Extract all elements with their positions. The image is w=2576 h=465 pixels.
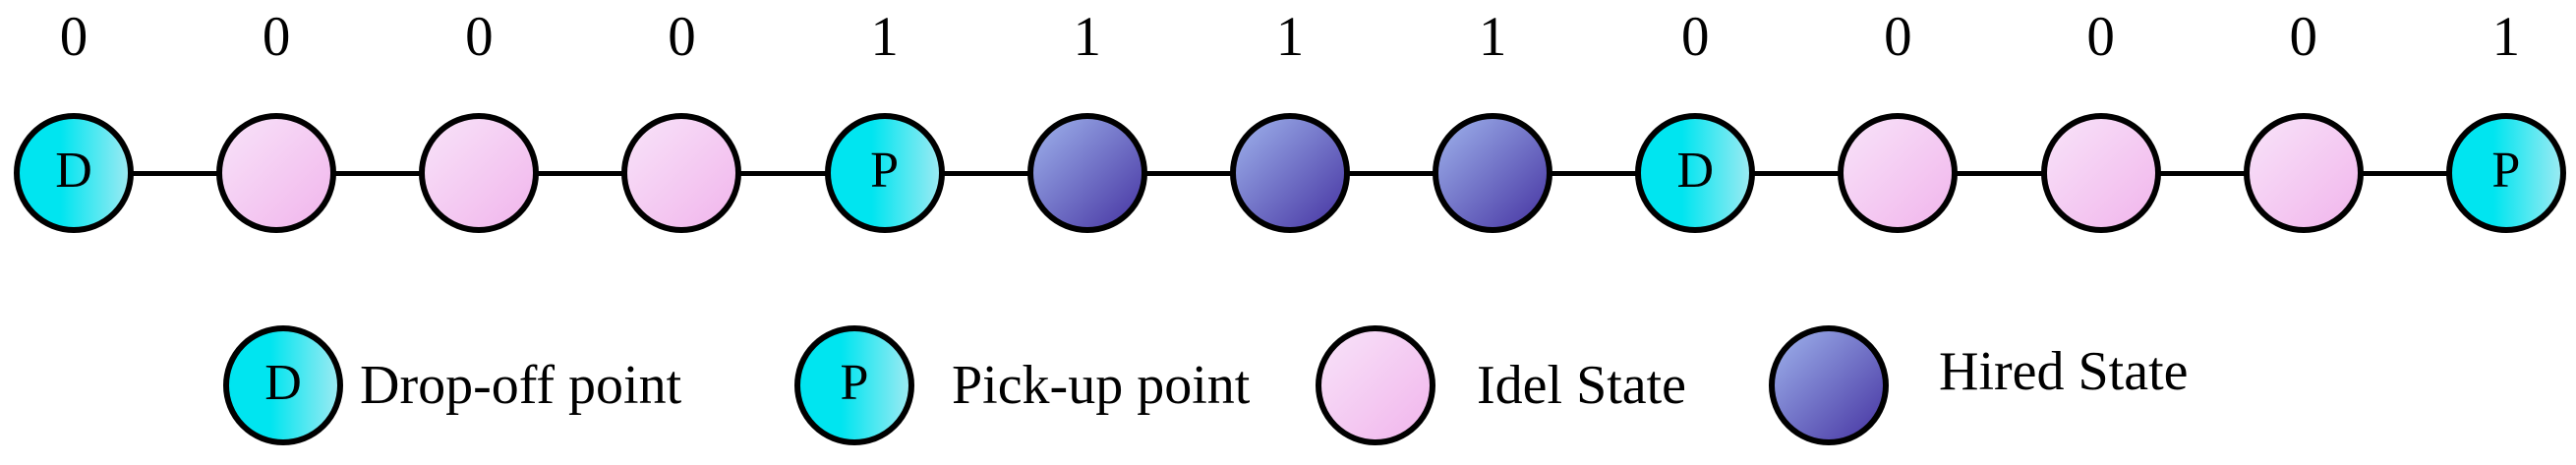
node-state-value: 1 [1275, 6, 1305, 68]
node-state-value: 0 [1681, 6, 1710, 68]
legend-item-hired: Hired State [1769, 325, 2188, 445]
node-circle [2040, 113, 2161, 233]
node-state-value: 0 [59, 6, 88, 68]
node-state-value: 0 [668, 6, 696, 68]
node-letter: D [1676, 143, 1715, 199]
node-circle: D [14, 113, 134, 233]
node-letter: P [2491, 143, 2521, 199]
chain-node: 1 P [2445, 0, 2566, 233]
chain-node: 0 [216, 0, 337, 233]
legend-swatch: D [223, 325, 343, 445]
chain-node: 0 [621, 0, 742, 233]
node-letter: P [870, 143, 900, 199]
legend-item-pickup: P Pick-up point [794, 325, 1250, 445]
chain-node: 1 P [824, 0, 945, 233]
legend-swatch [1769, 325, 1889, 445]
chain-node: 0 D [14, 0, 134, 233]
chain-node: 0 D [1635, 0, 1756, 233]
node-circle [419, 113, 540, 233]
legend-letter: P [840, 355, 869, 411]
node-state-value: 0 [1884, 6, 1912, 68]
chain-node: 1 [1433, 0, 1553, 233]
node-circle: D [1635, 113, 1756, 233]
legend-item-idle: Idel State [1316, 325, 1686, 445]
legend-label: Pick-up point [952, 355, 1251, 416]
chain-node: 1 [1026, 0, 1147, 233]
legend-label: Idel State [1477, 355, 1687, 416]
node-state-value: 0 [2289, 6, 2317, 68]
node-circle [216, 113, 337, 233]
node-state-value: 0 [465, 6, 494, 68]
node-state-value: 1 [1073, 6, 1102, 68]
chain-node: 0 [2243, 0, 2364, 233]
node-circle: P [2445, 113, 2566, 233]
node-state-value: 0 [2086, 6, 2115, 68]
legend-swatch [1316, 325, 1435, 445]
node-circle [1838, 113, 1959, 233]
chain-node: 1 [1229, 0, 1350, 233]
node-circle [1433, 113, 1553, 233]
node-letter: D [55, 143, 92, 199]
node-circle [2243, 113, 2364, 233]
legend-swatch: P [794, 325, 914, 445]
node-state-value: 1 [1478, 6, 1507, 68]
node-state-value: 1 [870, 6, 899, 68]
node-circle [1026, 113, 1147, 233]
node-state-value: 0 [262, 6, 291, 68]
legend-label: Drop-off point [360, 355, 682, 416]
chain-node: 0 [419, 0, 540, 233]
legend-letter: D [264, 355, 302, 411]
node-circle: P [824, 113, 945, 233]
node-circle [621, 113, 742, 233]
chain-node: 0 [1838, 0, 1959, 233]
node-state-value: 1 [2491, 6, 2521, 68]
node-circle [1229, 113, 1350, 233]
chain-node: 0 [2040, 0, 2161, 233]
legend-item-dropoff: D Drop-off point [223, 325, 681, 445]
legend-label: Hired State [1939, 341, 2189, 402]
taxi-state-chain: 0 D 0 0 0 1 P 1 1 [14, 0, 2566, 233]
